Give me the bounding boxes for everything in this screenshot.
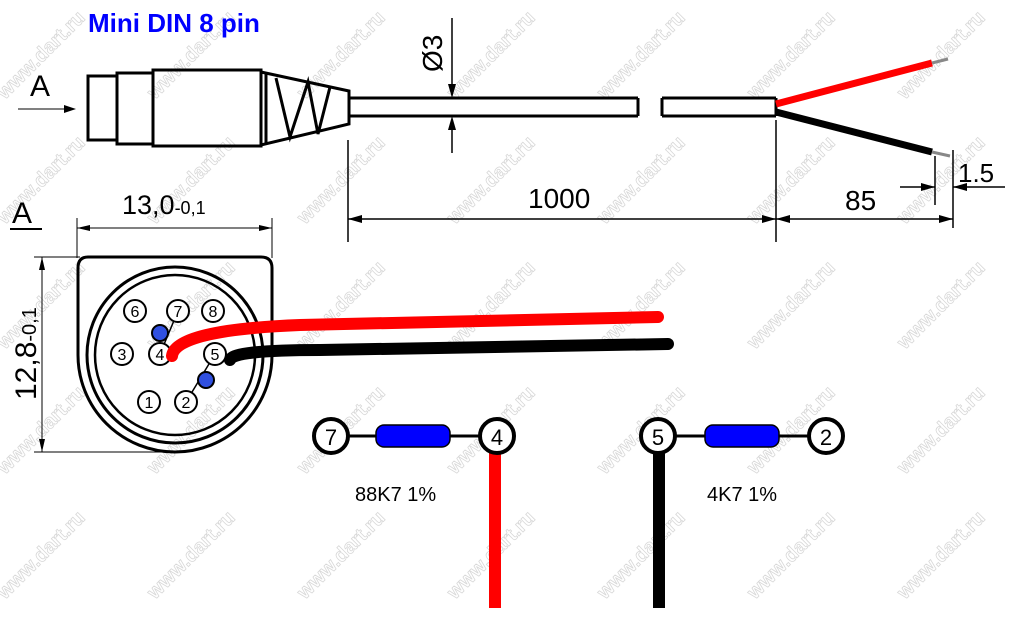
connector-tip <box>86 74 119 142</box>
pin-label: 7 <box>174 304 183 321</box>
view-label: A <box>30 70 50 103</box>
resistor-value: 4K7 1% <box>707 484 777 506</box>
watermark-text: www.dart.ru <box>592 132 689 229</box>
pin-8 <box>201 299 225 323</box>
diameter-label: Ø3 <box>417 35 448 72</box>
watermark-text: www.dart.ru <box>742 507 839 604</box>
watermark-text: www.dart.ru <box>742 132 839 229</box>
black-wire <box>775 108 933 156</box>
resistor-dot <box>197 371 215 389</box>
height-dimension: 12,8-0,1 <box>10 307 43 400</box>
pin-label: 5 <box>211 347 220 364</box>
resistor-value: 88K7 1% <box>355 484 436 506</box>
watermark-text: www.dart.ru <box>442 257 539 354</box>
watermark-text: www.dart.ru <box>0 507 90 604</box>
pin-3 <box>110 342 134 366</box>
strain-relief <box>259 70 351 147</box>
side-view: A Ø3 <box>18 18 1005 242</box>
pin-6 <box>123 299 147 323</box>
pin-label: 4 <box>491 425 503 450</box>
pin-label: 5 <box>652 425 664 450</box>
cable-length: 1000 <box>528 183 590 214</box>
watermark-text: www.dart.ru <box>292 257 389 354</box>
watermark-text: www.dart.ru <box>742 257 839 354</box>
pin-label: 2 <box>820 425 832 450</box>
watermark-text: www.dart.ru <box>292 132 389 229</box>
strip-length: 85 <box>845 185 876 216</box>
title: Mini DIN 8 pin <box>88 8 260 38</box>
connector-outline <box>76 255 274 454</box>
schematic-2: 5 2 4K7 1% <box>639 417 845 608</box>
resistor-dot <box>151 324 169 342</box>
pin-label: 1 <box>145 395 154 412</box>
watermark-text: www.dart.ru <box>142 507 239 604</box>
resistor <box>704 424 780 448</box>
pin-label: 3 <box>118 347 127 364</box>
watermark-text: www.dart.ru <box>592 507 689 604</box>
watermark-text: www.dart.ru <box>892 507 989 604</box>
watermark-text: www.dart.ru <box>592 7 689 104</box>
watermark-text: www.dart.ru <box>892 257 989 354</box>
pin-label: 8 <box>209 304 218 321</box>
watermark-text: www.dart.ru <box>892 7 989 104</box>
pin-1 <box>137 390 161 414</box>
pin-label: 7 <box>325 425 337 450</box>
watermark-text: www.dart.ru <box>292 507 389 604</box>
view-label: A <box>12 197 32 230</box>
pin-label: 2 <box>182 395 191 412</box>
arrow-icon <box>64 105 76 113</box>
pin-label: 4 <box>156 347 165 364</box>
red-wire <box>775 59 933 108</box>
width-dimension: 13,0-0,1 <box>122 190 206 220</box>
pin-2 <box>174 390 198 414</box>
black-wire <box>224 338 674 366</box>
red-wire <box>166 311 664 362</box>
schematic-1: 7 4 88K7 1% <box>312 417 516 608</box>
tip-length: 1.5 <box>958 158 994 188</box>
pin-5 <box>203 342 227 366</box>
resistor <box>375 424 451 448</box>
pin-label: 6 <box>131 304 140 321</box>
watermark-text: www.dart.ru <box>892 382 989 479</box>
watermark-text: www.dart.ru <box>442 132 539 229</box>
pin-7 <box>166 299 190 323</box>
watermark-text: www.dart.ru <box>442 7 539 104</box>
watermark-text: www.dart.ru <box>0 257 90 354</box>
front-view: A 13,0-0,1 12,8-0,1 1 2 3 4 5 6 7 8 <box>10 190 674 454</box>
